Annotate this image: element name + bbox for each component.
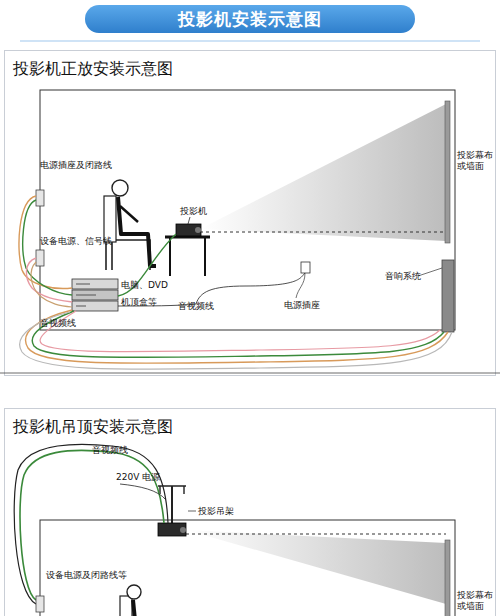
av-cable: [118, 273, 305, 306]
speaker-cable: [32, 311, 444, 357]
person-body: [133, 600, 135, 616]
speaker-cable: [20, 312, 452, 369]
person-head: [127, 585, 141, 599]
wall-plate: [36, 250, 44, 266]
power-socket: [301, 262, 310, 273]
title-rule: [20, 40, 480, 42]
av-cable: [118, 234, 176, 296]
leader-line: [188, 217, 190, 224]
panel-rule: [0, 373, 500, 374]
speaker-cable: [40, 311, 440, 352]
room-outline: [40, 90, 455, 330]
panel-frame: 投影机吊顶安装示意图: [4, 408, 496, 616]
chair-back: [120, 596, 132, 616]
signal-cable: [31, 262, 72, 307]
signal-cable: [23, 200, 72, 295]
leader-line: [418, 268, 442, 276]
rack-detail: [76, 284, 96, 306]
projection-screen: [445, 101, 450, 243]
projector-lens: [180, 527, 186, 533]
projector-lens: [195, 227, 201, 233]
person-arm: [120, 206, 138, 222]
wall-plate: [36, 190, 44, 206]
beam-axis: [186, 534, 446, 535]
title-banner: [85, 5, 415, 33]
chair: [106, 196, 150, 270]
projector: [176, 224, 201, 236]
leader-line: [188, 511, 196, 512]
speaker: [442, 260, 454, 332]
beam-axis: [200, 232, 446, 233]
table-legs: [170, 237, 205, 276]
person-body: [118, 197, 156, 266]
table-top: [165, 236, 210, 239]
projection-beam: [186, 530, 446, 604]
signal-cable: [26, 258, 72, 302]
leader-line: [296, 273, 305, 298]
av-cable: [20, 450, 164, 600]
room-outline: [40, 520, 455, 616]
wall-plate: [36, 596, 44, 612]
set-top-box: [72, 301, 118, 311]
panel-heading: 投影机吊顶安装示意图: [13, 417, 173, 438]
ceiling-bracket: [158, 486, 186, 494]
projection-screen: [445, 540, 450, 616]
av-cable: [14, 444, 168, 604]
mount-pole: [171, 486, 173, 524]
panel-frame: 投影机正放安装示意图: [4, 50, 496, 376]
person-head: [112, 180, 128, 196]
dvd-unit: [72, 279, 118, 289]
projection-beam: [200, 104, 446, 241]
panel-heading: 投影机正放安装示意图: [13, 59, 173, 80]
chair-back: [104, 196, 116, 242]
projector: [158, 523, 186, 536]
diagram-title: 投影机安装示意图: [85, 5, 415, 33]
power-cable: [120, 484, 166, 500]
computer-unit: [72, 290, 118, 300]
speaker-cable: [26, 310, 448, 363]
signal-cable: [19, 196, 72, 288]
